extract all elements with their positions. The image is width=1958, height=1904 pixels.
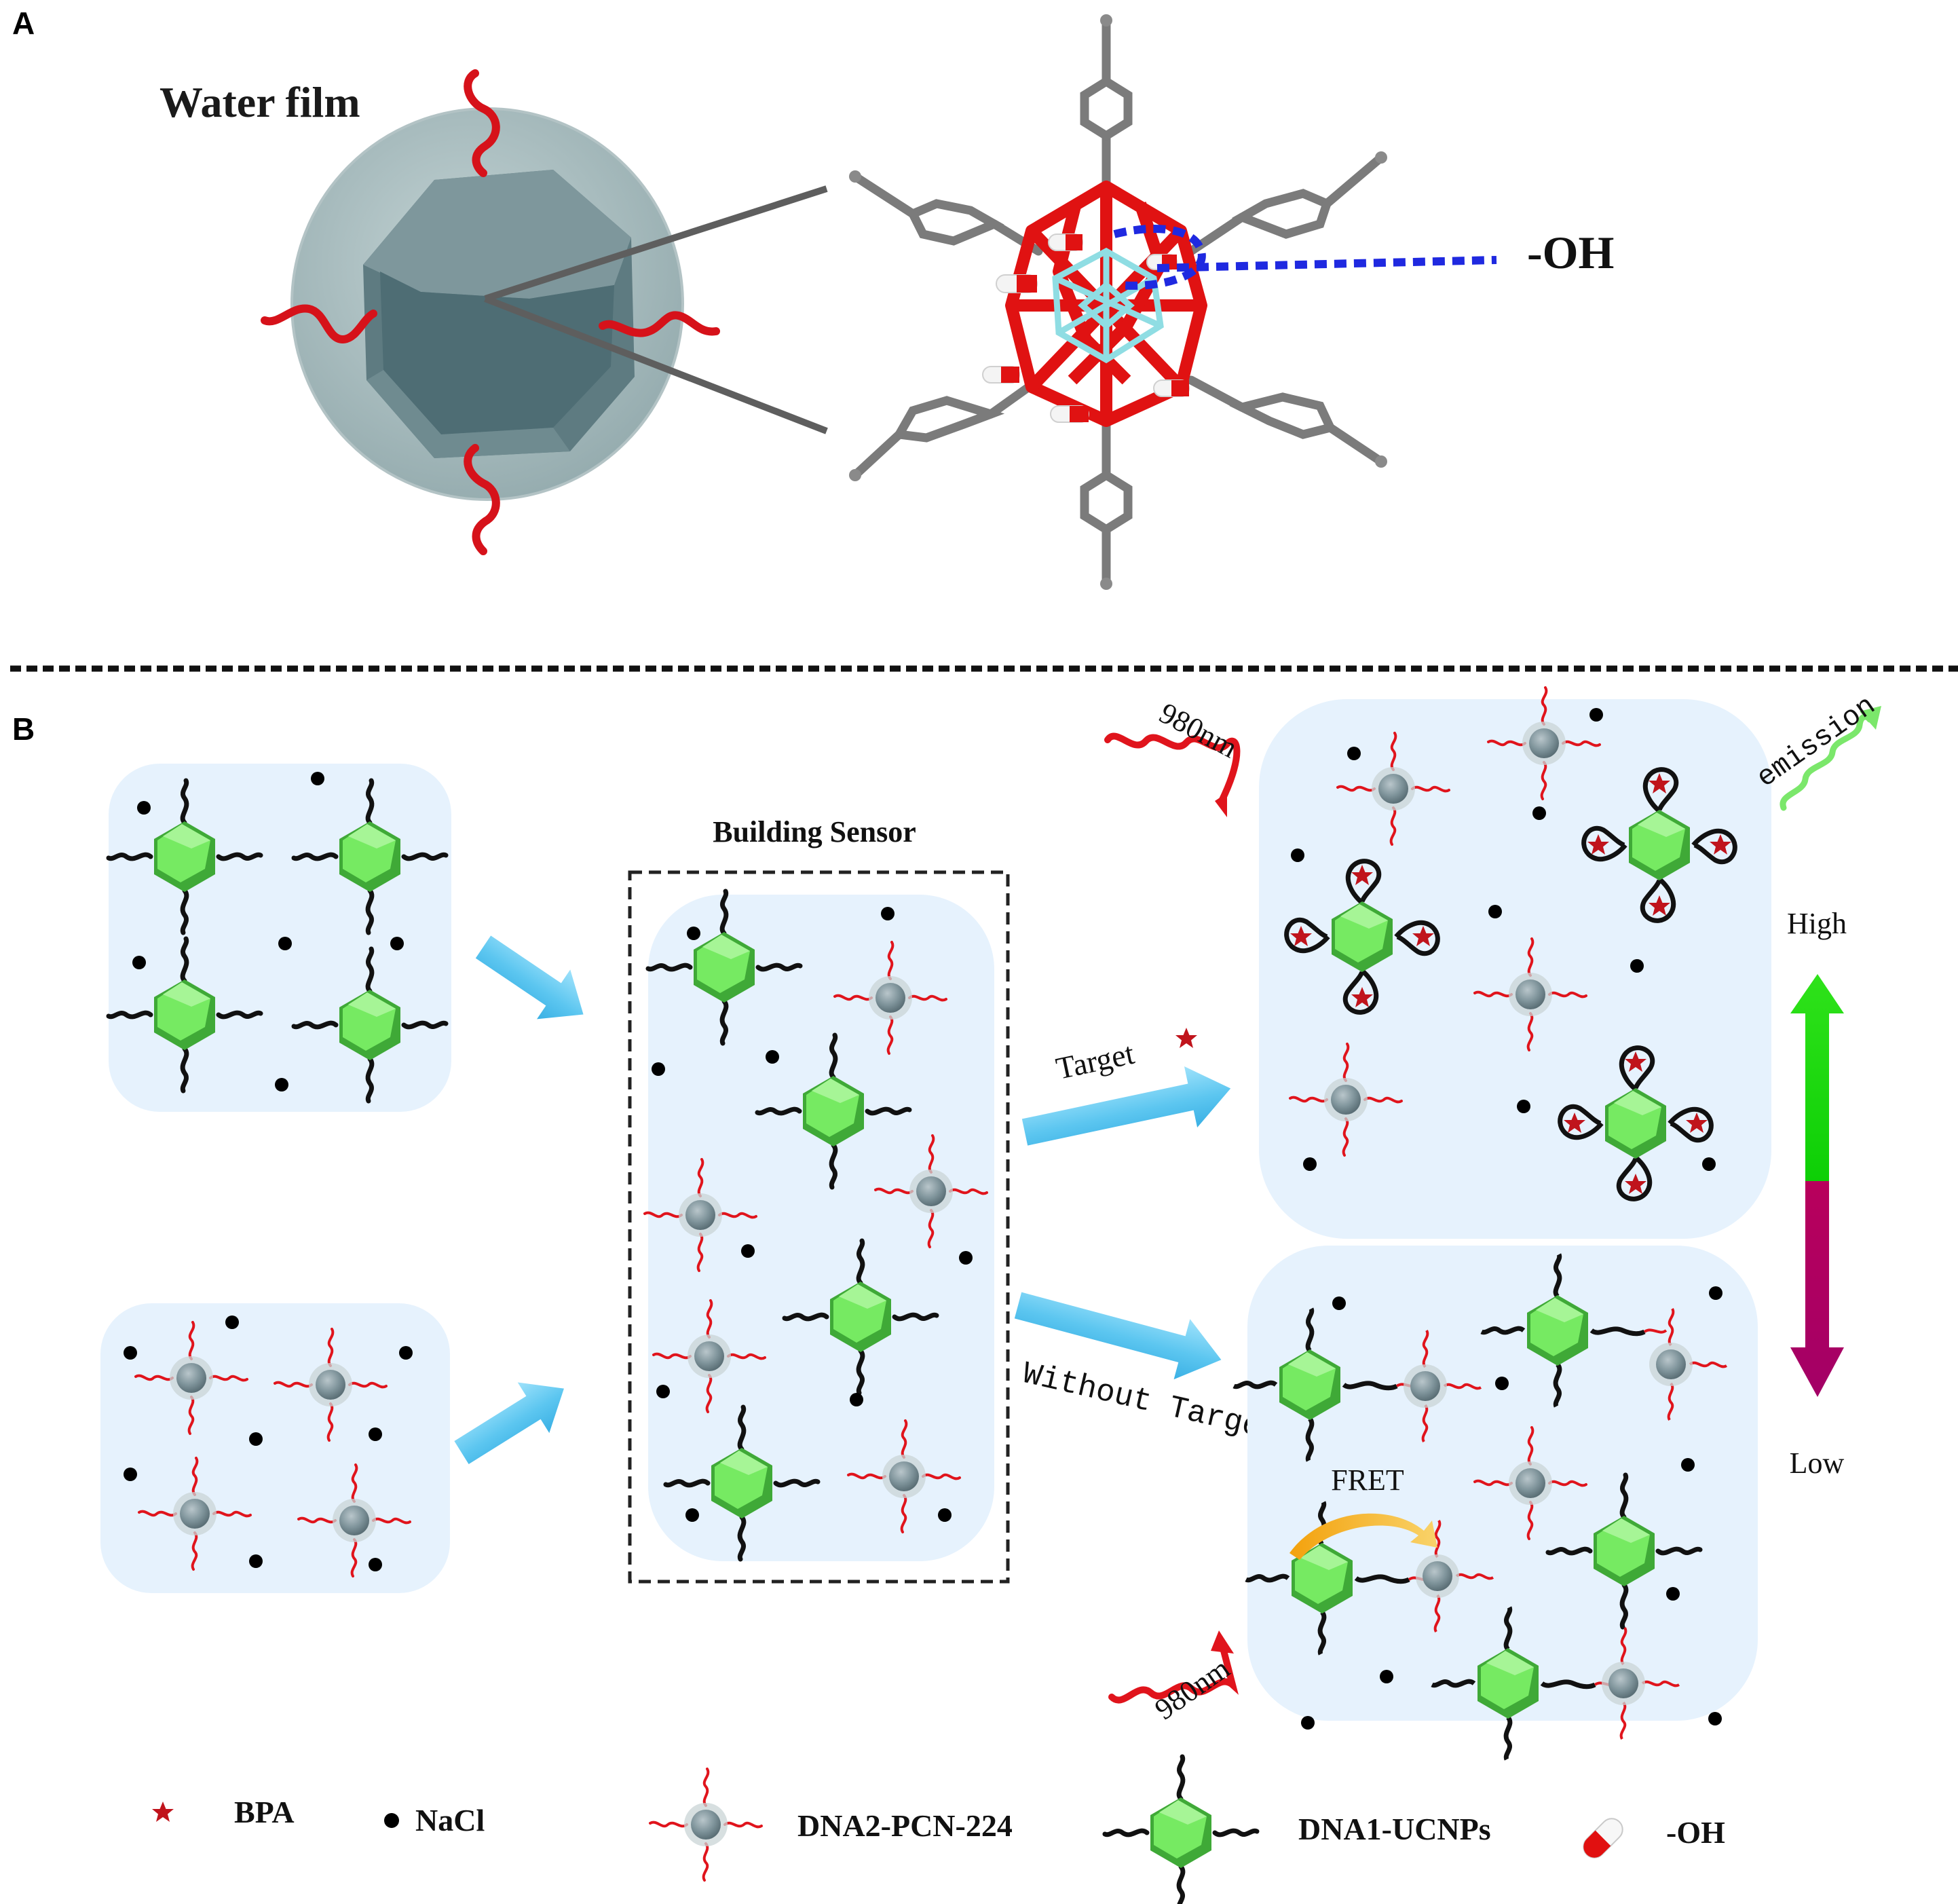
legend: BPA NaCl DNA2-PCN-224 DNA1-UCNPs -OH (152, 1757, 1725, 1904)
wavelength-top-label: 980nm (1154, 696, 1243, 765)
panel-a-label: A (12, 5, 35, 41)
low-label: Low (1790, 1446, 1845, 1480)
water-film-label: Water film (159, 78, 360, 126)
signal-level-arrow: High Low (1787, 907, 1847, 1480)
panel-b: B (12, 686, 1882, 1759)
high-label: High (1787, 907, 1847, 940)
ucnp-solution-box (109, 764, 451, 1112)
fret-label: FRET (1331, 1463, 1404, 1497)
dna2-pcn-icon (649, 1768, 763, 1882)
target-arrow: Target (1021, 1028, 1231, 1146)
target-label: Target (1053, 1036, 1137, 1086)
legend-bpa: BPA (234, 1795, 295, 1829)
no-target-result-box: FRET (1234, 1246, 1758, 1759)
building-sensor-label: Building Sensor (713, 815, 916, 848)
hydroxyl-capsule-icon (1583, 1818, 1623, 1859)
legend-dna2: DNA2-PCN-224 (797, 1808, 1013, 1843)
legend-nacl: NaCl (415, 1803, 485, 1837)
emission-wave: emission (1751, 690, 1882, 811)
without-target-label: Without Target (1019, 1356, 1283, 1450)
without-target-arrow: Without Target (1014, 1292, 1283, 1450)
panel-b-label: B (12, 711, 35, 747)
bpa-star-icon (152, 1802, 174, 1822)
mof-cluster-structure (849, 14, 1497, 590)
fret-arrow (1289, 1513, 1437, 1560)
emission-label: emission (1751, 690, 1882, 795)
dna1-ucnp-icon (1105, 1757, 1257, 1904)
legend-oh: -OH (1666, 1815, 1725, 1850)
water-film-dna-strands (261, 69, 720, 555)
excitation-wave-top: 980nm (1104, 696, 1243, 817)
target-star-icon (1175, 1028, 1197, 1048)
building-sensor-box: Building Sensor (628, 815, 1010, 1584)
assembly-arrows (454, 935, 584, 1464)
excitation-wave-bottom: 980nm (1108, 1630, 1239, 1726)
wavelength-bottom-label: 980nm (1149, 1651, 1236, 1726)
hydroxyl-label: -OH (1527, 227, 1614, 278)
zoom-lines (484, 185, 828, 434)
legend-dna1: DNA1-UCNPs (1298, 1812, 1491, 1846)
nacl-dot-icon (384, 1813, 399, 1828)
panel-a: A Water film (12, 5, 1614, 590)
target-result-box (1259, 686, 1771, 1239)
water-film-sphere (290, 107, 684, 501)
pcn-solution-box (100, 1303, 450, 1593)
